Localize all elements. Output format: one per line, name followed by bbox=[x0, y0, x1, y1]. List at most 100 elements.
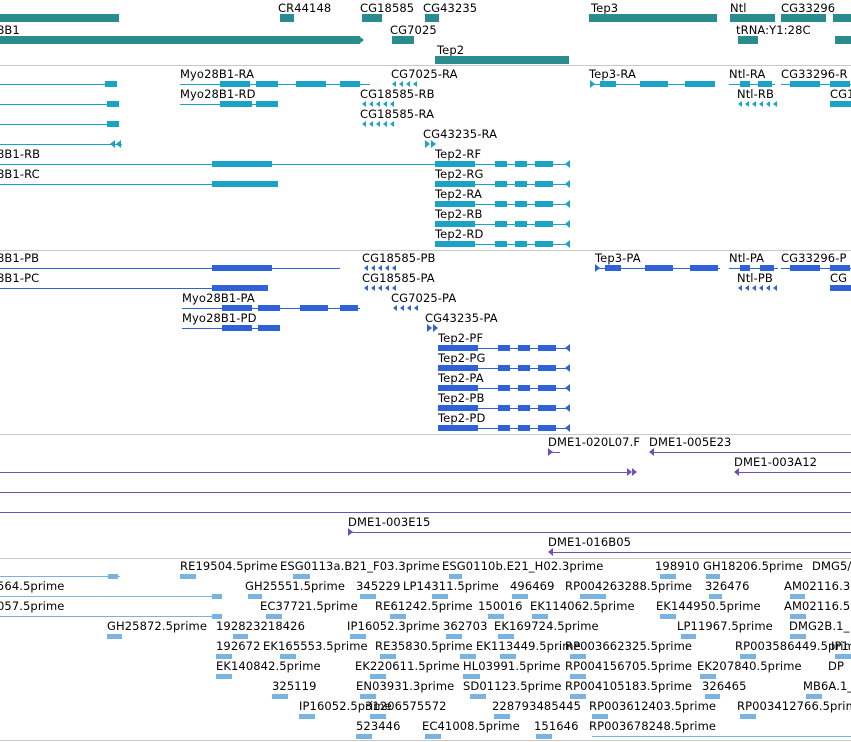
feature-label[interactable]: 8B1-RC bbox=[0, 167, 40, 181]
strand-arrow[interactable] bbox=[649, 448, 654, 456]
feature-label[interactable]: DME1-016B05 bbox=[548, 535, 632, 549]
est-block[interactable] bbox=[806, 693, 822, 699]
exon-block[interactable] bbox=[438, 385, 478, 391]
feature-label[interactable]: MB6A.1_ bbox=[803, 679, 851, 693]
exon-block[interactable] bbox=[515, 241, 527, 247]
exon-block[interactable] bbox=[498, 425, 510, 431]
est-block[interactable] bbox=[248, 593, 262, 599]
strand-arrow[interactable] bbox=[565, 220, 570, 228]
exon-block[interactable] bbox=[605, 265, 621, 271]
feature-label[interactable]: 151646 bbox=[534, 719, 579, 733]
feature-label[interactable]: 150016 bbox=[478, 599, 523, 613]
est-block[interactable] bbox=[212, 613, 222, 619]
strand-arrow[interactable] bbox=[392, 265, 396, 271]
strand-arrow[interactable] bbox=[406, 81, 410, 87]
feature-label[interactable]: EC41008.5prime bbox=[422, 719, 520, 733]
feature-label[interactable]: 325119 bbox=[272, 679, 317, 693]
strand-arrow[interactable] bbox=[595, 264, 600, 272]
exon-block[interactable] bbox=[256, 101, 278, 107]
strand-arrow[interactable] bbox=[565, 404, 570, 412]
feature-label[interactable]: 31206575572 bbox=[365, 699, 447, 713]
gene-block[interactable] bbox=[833, 14, 851, 22]
est-block[interactable] bbox=[494, 713, 510, 719]
exon-block[interactable] bbox=[105, 81, 117, 87]
intron-line[interactable] bbox=[0, 184, 278, 185]
exon-block[interactable] bbox=[790, 265, 820, 271]
strand-arrow[interactable] bbox=[378, 265, 382, 271]
feature-label[interactable]: DMG2B.1_ bbox=[789, 619, 850, 633]
feature-label[interactable]: Myo28B1-PA bbox=[182, 291, 255, 305]
feature-label[interactable]: 523446 bbox=[356, 719, 401, 733]
strand-arrow[interactable] bbox=[385, 285, 389, 291]
est-block[interactable] bbox=[470, 693, 486, 699]
strand-arrow[interactable] bbox=[433, 324, 438, 332]
est-block[interactable] bbox=[570, 693, 586, 699]
feature-label[interactable]: Tep3 bbox=[591, 1, 619, 15]
feature-label[interactable]: CG bbox=[830, 271, 848, 285]
exon-block[interactable] bbox=[498, 385, 510, 391]
strand-arrow[interactable] bbox=[383, 101, 387, 107]
feature-label[interactable]: EN03931.3prime bbox=[356, 679, 455, 693]
feature-label[interactable]: RP003412766.5prime bbox=[737, 699, 851, 713]
feature-label[interactable]: DP bbox=[828, 659, 844, 673]
feature-label[interactable]: tRNA:Y1:28C bbox=[736, 23, 811, 37]
exon-block[interactable] bbox=[830, 265, 850, 271]
strand-arrow[interactable] bbox=[565, 344, 570, 352]
est-block[interactable] bbox=[463, 673, 480, 679]
est-block[interactable] bbox=[432, 593, 448, 599]
exon-block[interactable] bbox=[435, 201, 475, 207]
exon-block[interactable] bbox=[212, 181, 278, 187]
est-block[interactable] bbox=[390, 613, 406, 619]
feature-label[interactable]: CG7025-PA bbox=[391, 291, 457, 305]
feature-label[interactable]: Tep2-RB bbox=[435, 207, 483, 221]
feature-label[interactable]: Ntl-RA bbox=[729, 67, 766, 81]
gene-block[interactable] bbox=[781, 14, 826, 22]
feature-label[interactable]: CG18585-PA bbox=[362, 271, 435, 285]
feature-label[interactable]: CG18585 bbox=[360, 1, 415, 15]
strand-arrow[interactable] bbox=[362, 121, 366, 127]
exon-block[interactable] bbox=[107, 121, 119, 127]
feature-label[interactable]: 192823218426 bbox=[216, 619, 305, 633]
feature-label[interactable]: EK144950.5prime bbox=[656, 599, 761, 613]
feature-label[interactable]: CG1 bbox=[830, 87, 851, 101]
feature-label[interactable]: RE35830.5prime bbox=[375, 639, 473, 653]
feature-label[interactable]: Tep2-PD bbox=[438, 411, 486, 425]
feature-label[interactable]: EK165553.5prime bbox=[263, 639, 368, 653]
feature-label[interactable]: CG33296 bbox=[781, 1, 836, 15]
est-block[interactable] bbox=[790, 613, 806, 619]
gene-block[interactable] bbox=[738, 36, 758, 44]
feature-label[interactable]: Tep2-RG bbox=[435, 167, 484, 181]
feature-label[interactable]: ESG0113a.B21_F03.3prime bbox=[280, 559, 440, 573]
exon-block[interactable] bbox=[498, 405, 510, 411]
gene-block[interactable] bbox=[730, 14, 775, 22]
gene-block[interactable] bbox=[835, 36, 851, 44]
feature-label[interactable]: Tep2-RD bbox=[435, 227, 484, 241]
exon-block[interactable] bbox=[518, 365, 530, 371]
feature-label[interactable]: DME1-003A12 bbox=[734, 455, 818, 469]
intron-line[interactable] bbox=[652, 452, 851, 453]
feature-label[interactable]: CG18585-RA bbox=[360, 107, 435, 121]
strand-arrow[interactable] bbox=[565, 424, 570, 432]
exon-block[interactable] bbox=[435, 221, 475, 227]
strand-arrow[interactable] bbox=[359, 36, 364, 44]
exon-block[interactable] bbox=[518, 425, 530, 431]
exon-block[interactable] bbox=[600, 81, 616, 87]
exon-block[interactable] bbox=[760, 265, 774, 271]
strand-arrow[interactable] bbox=[414, 305, 418, 311]
strand-arrow[interactable] bbox=[371, 265, 375, 271]
feature-label[interactable]: AM02116.5 bbox=[784, 599, 851, 613]
strand-arrow[interactable] bbox=[378, 285, 382, 291]
est-block[interactable] bbox=[107, 633, 122, 639]
exon-block[interactable] bbox=[258, 305, 280, 311]
feature-label[interactable]: EK207840.5prime bbox=[697, 659, 802, 673]
feature-label[interactable]: DME1-020L07.F bbox=[548, 435, 641, 449]
feature-label[interactable]: 057.5prime bbox=[0, 599, 65, 613]
strand-arrow[interactable] bbox=[738, 101, 742, 107]
est-block[interactable] bbox=[370, 713, 386, 719]
strand-arrow[interactable] bbox=[548, 548, 553, 556]
feature-label[interactable]: 8B1-PC bbox=[0, 271, 40, 285]
feature-label[interactable]: Tep3-PA bbox=[595, 251, 641, 265]
strand-arrow[interactable] bbox=[759, 101, 763, 107]
feature-label[interactable]: CR44148 bbox=[278, 1, 332, 15]
feature-label[interactable]: Ntl-PA bbox=[729, 251, 765, 265]
